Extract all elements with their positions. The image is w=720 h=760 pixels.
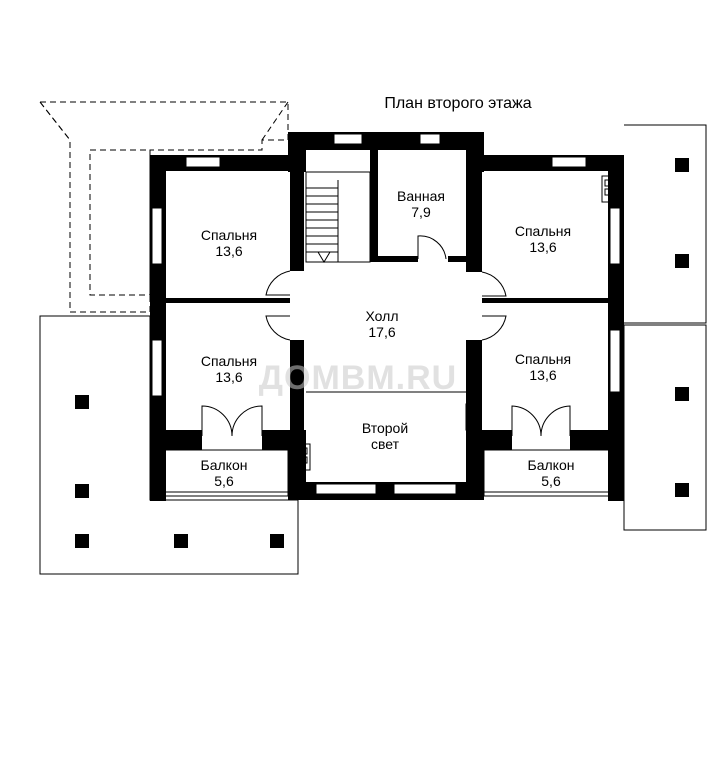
staircase (305, 171, 371, 263)
room-area: 13,6 (215, 243, 242, 259)
column-post (675, 483, 689, 497)
room-name: Спальня (515, 351, 571, 367)
watermark: ДОМВМ.RU (259, 359, 457, 397)
room-name: Спальня (201, 353, 257, 369)
room-bath: Ванная 7,9 (397, 188, 445, 220)
column-post (174, 534, 188, 548)
room-area: 17,6 (368, 324, 395, 340)
room-balcony-right: Балкон 5,6 (528, 457, 575, 489)
balcony-railings (159, 449, 615, 497)
vent-shafts (293, 175, 621, 471)
room-area: 5,6 (214, 473, 234, 489)
room-name: Холл (366, 308, 399, 324)
room-name: Балкон (201, 457, 248, 473)
terrace-right (623, 124, 707, 531)
room-area: 13,6 (529, 367, 556, 383)
room-area: 13,6 (529, 239, 556, 255)
room-name: Ванная (397, 188, 445, 204)
room-name-line2: свет (371, 436, 400, 452)
room-area: 5,6 (541, 473, 561, 489)
room-name: Балкон (528, 457, 575, 473)
column-post (75, 484, 89, 498)
room-bedroom-bottom-left: Спальня 13,6 (201, 353, 257, 385)
room-name: Спальня (201, 227, 257, 243)
column-post (75, 534, 89, 548)
room-balcony-left: Балкон 5,6 (201, 457, 248, 489)
room-name-line1: Второй (362, 420, 408, 436)
room-area: 7,9 (411, 204, 431, 220)
column-post (675, 158, 689, 172)
room-name: Спальня (515, 223, 571, 239)
column-post (75, 395, 89, 409)
room-bedroom-top-right: Спальня 13,6 (515, 223, 571, 255)
column-post (675, 387, 689, 401)
room-bedroom-bottom-right: Спальня 13,6 (515, 351, 571, 383)
room-bedroom-top-left: Спальня 13,6 (201, 227, 257, 259)
doors (201, 235, 571, 437)
room-hall: Холл 17,6 (366, 308, 399, 340)
room-second-light: Второй свет (362, 420, 408, 452)
column-post (675, 254, 689, 268)
plan-title: План второго этажа (384, 95, 531, 112)
room-area: 13,6 (215, 369, 242, 385)
windows (151, 133, 621, 495)
column-post (270, 534, 284, 548)
